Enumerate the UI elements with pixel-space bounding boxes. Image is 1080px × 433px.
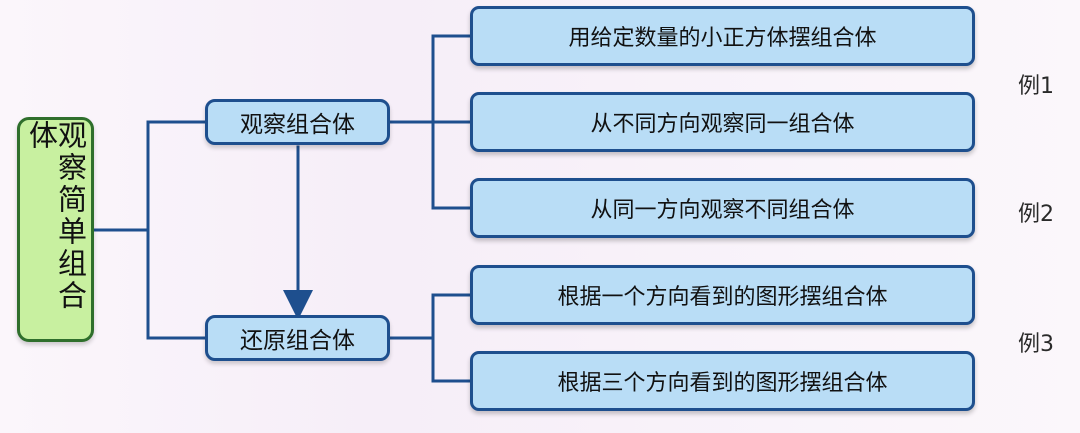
- branch-observe-label: 观察组合体: [240, 112, 355, 138]
- root-node: 观察简单组合体: [17, 117, 94, 342]
- leaf-node: 根据三个方向看到的图形摆组合体: [470, 351, 975, 411]
- leaf-label: 用给定数量的小正方体摆组合体: [568, 26, 877, 51]
- leaf-label: 从不同方向观察同一组合体: [590, 112, 855, 137]
- leaf-label: 根据一个方向看到的图形摆组合体: [557, 285, 888, 310]
- leaf-label: 根据三个方向看到的图形摆组合体: [557, 371, 888, 396]
- root-label: 观察简单组合体: [24, 120, 88, 312]
- leaf-node: 用给定数量的小正方体摆组合体: [470, 6, 975, 66]
- leaf-node: 从同一方向观察不同组合体: [470, 178, 975, 238]
- branch-restore: 还原组合体: [205, 315, 390, 361]
- branch-observe: 观察组合体: [205, 99, 390, 145]
- leaf-node: 根据一个方向看到的图形摆组合体: [470, 265, 975, 325]
- leaf-label: 从同一方向观察不同组合体: [590, 198, 855, 223]
- example-label-2: 例2: [1018, 202, 1054, 227]
- branch-restore-label: 还原组合体: [240, 328, 355, 354]
- example-label-1: 例1: [1018, 74, 1054, 99]
- example-label-3: 例3: [1018, 332, 1054, 357]
- leaf-node: 从不同方向观察同一组合体: [470, 92, 975, 152]
